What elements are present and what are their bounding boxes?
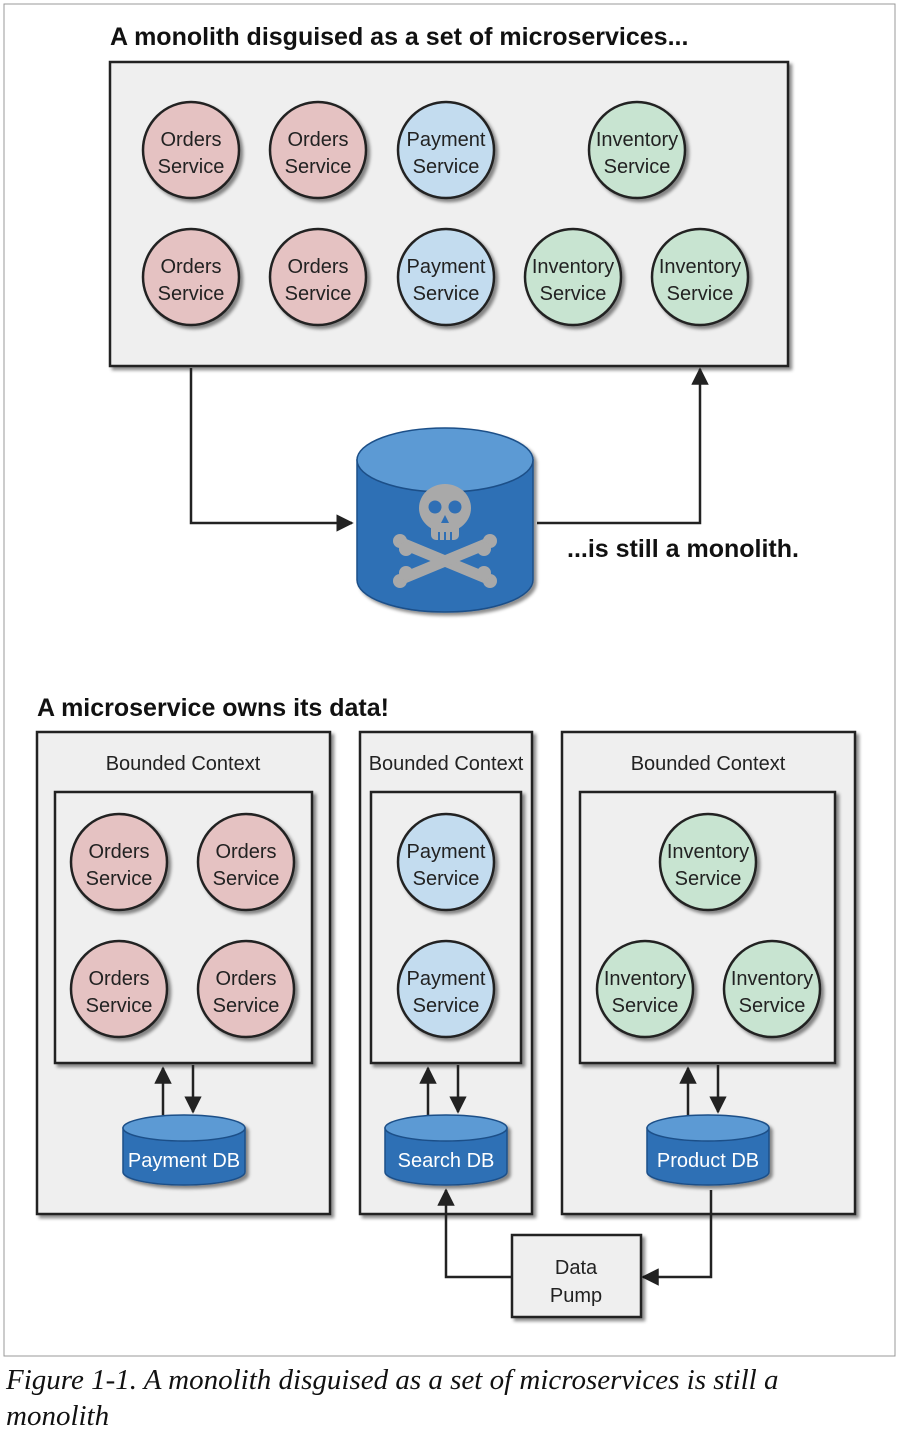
service-label-line2: Service (612, 995, 679, 1017)
db-label: Product DB (657, 1150, 759, 1172)
bottom-services-group: OrdersServiceOrdersServiceOrdersServiceO… (69, 812, 822, 1039)
service-label-line2: Service (739, 995, 806, 1017)
service-label-line2: Service (667, 283, 734, 305)
service-label-line1: Inventory (667, 841, 749, 863)
service-label-line1: Inventory (596, 129, 678, 151)
service-label-line1: Orders (88, 968, 149, 990)
service-label-line1: Orders (215, 968, 276, 990)
service-label-line2: Service (285, 283, 352, 305)
service-label-line1: Payment (407, 256, 486, 278)
service-label-line2: Service (675, 868, 742, 890)
figure-caption: Figure 1-1. A monolith disguised as a se… (6, 1364, 779, 1432)
product-db-to-pump-line (641, 1190, 713, 1286)
service-label-line2: Service (413, 995, 480, 1017)
service-label-line2: Service (86, 868, 153, 890)
service-label-line1: Orders (88, 841, 149, 863)
service-label-line2: Service (413, 283, 480, 305)
service-label-line2: Service (158, 156, 225, 178)
service-label-line2: Service (213, 868, 280, 890)
service-label-line2: Service (540, 283, 607, 305)
service-label-line1: Orders (160, 256, 221, 278)
service-label-line2: Service (158, 283, 225, 305)
service-label-line1: Inventory (731, 968, 813, 990)
bounded-context-label: Bounded Context (369, 753, 524, 775)
monolith-conclusion: ...is still a monolith. (567, 535, 799, 563)
db-label: Search DB (398, 1150, 495, 1172)
monolith-to-db-line (189, 368, 354, 532)
data-pump-label-line1: Data (555, 1257, 598, 1279)
service-label-line1: Inventory (532, 256, 614, 278)
service-label-line1: Inventory (604, 968, 686, 990)
db-label: Payment DB (128, 1150, 240, 1172)
architecture-diagram: A monolith disguised as a set of microse… (3, 3, 896, 1357)
service-label-line2: Service (213, 995, 280, 1017)
bounded-context-label: Bounded Context (631, 753, 786, 775)
service-label-line2: Service (413, 156, 480, 178)
service-label-line1: Orders (287, 256, 348, 278)
service-label-line1: Orders (287, 129, 348, 151)
top-services-group: OrdersServiceOrdersServicePaymentService… (141, 100, 750, 327)
service-label-line1: Payment (407, 129, 486, 151)
search-db: Search DB (384, 1114, 508, 1186)
product-db: Product DB (646, 1114, 770, 1186)
service-label-line1: Payment (407, 968, 486, 990)
db-connection-arrows (154, 1065, 727, 1115)
service-label-line1: Payment (407, 841, 486, 863)
service-label-line2: Service (285, 156, 352, 178)
service-label-line2: Service (413, 868, 480, 890)
payment-db: Payment DB (122, 1114, 246, 1186)
top-heading: A monolith disguised as a set of microse… (110, 23, 688, 51)
service-label-line1: Orders (160, 129, 221, 151)
data-pump-label-line2: Pump (550, 1285, 602, 1307)
service-label-line1: Inventory (659, 256, 741, 278)
service-label-line1: Orders (215, 841, 276, 863)
bounded-context-label: Bounded Context (106, 753, 261, 775)
data-pump-box (510, 1233, 643, 1319)
pump-to-search-db-line (437, 1188, 512, 1279)
bottom-heading: A microservice owns its data! (37, 694, 389, 722)
db-to-monolith-line (537, 367, 709, 525)
service-label-line2: Service (86, 995, 153, 1017)
service-label-line2: Service (604, 156, 671, 178)
skull-crossbones-icon (393, 484, 497, 588)
